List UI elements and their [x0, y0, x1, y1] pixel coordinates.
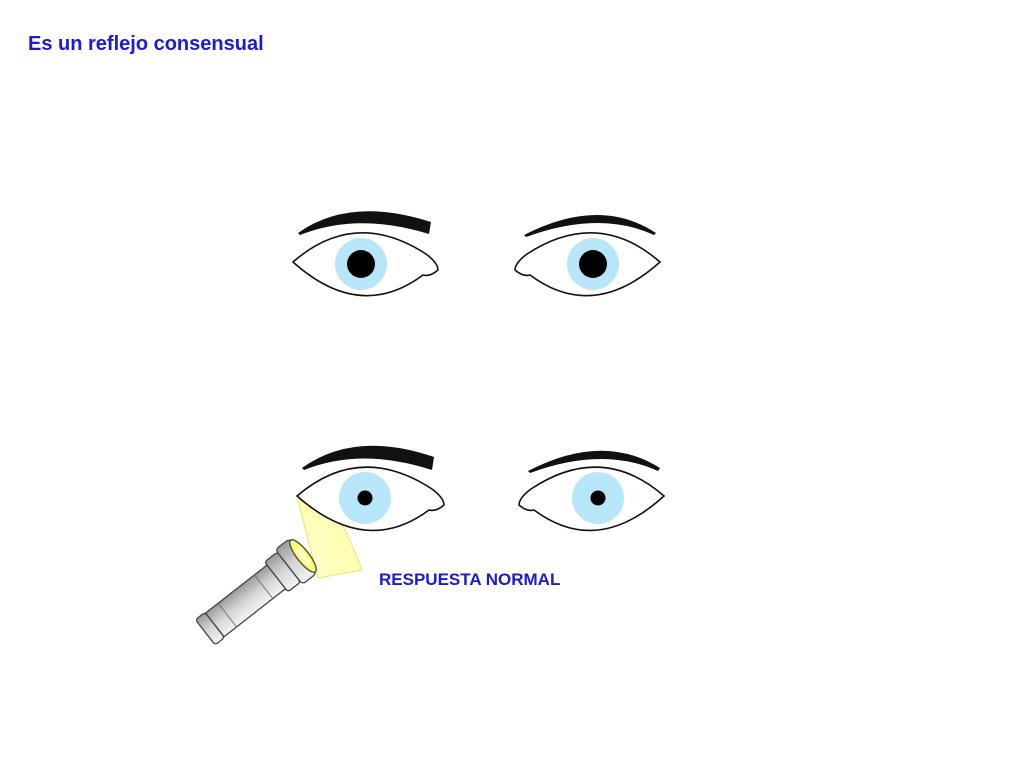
- pupil: [590, 490, 606, 506]
- eye-icon: [295, 445, 445, 532]
- pupil: [579, 250, 607, 278]
- eyebrow-icon: [528, 450, 660, 473]
- pupil: [347, 250, 375, 278]
- eye-icon: [514, 214, 662, 297]
- pupil: [357, 490, 373, 506]
- response-caption: RESPUESTA NORMAL: [379, 570, 561, 589]
- eye-icon: [518, 450, 666, 532]
- eyebrow-icon: [298, 211, 431, 235]
- eyebrow-icon: [302, 445, 434, 470]
- flashlight-body: [204, 564, 287, 638]
- eyebrow-icon: [524, 214, 656, 237]
- slide-title: Es un reflejo consensual: [28, 33, 264, 55]
- eye-icon: [291, 211, 439, 297]
- flashlight-icon: [195, 539, 317, 645]
- bottom-eye-pair: [295, 445, 666, 579]
- top-eye-pair: [291, 211, 662, 297]
